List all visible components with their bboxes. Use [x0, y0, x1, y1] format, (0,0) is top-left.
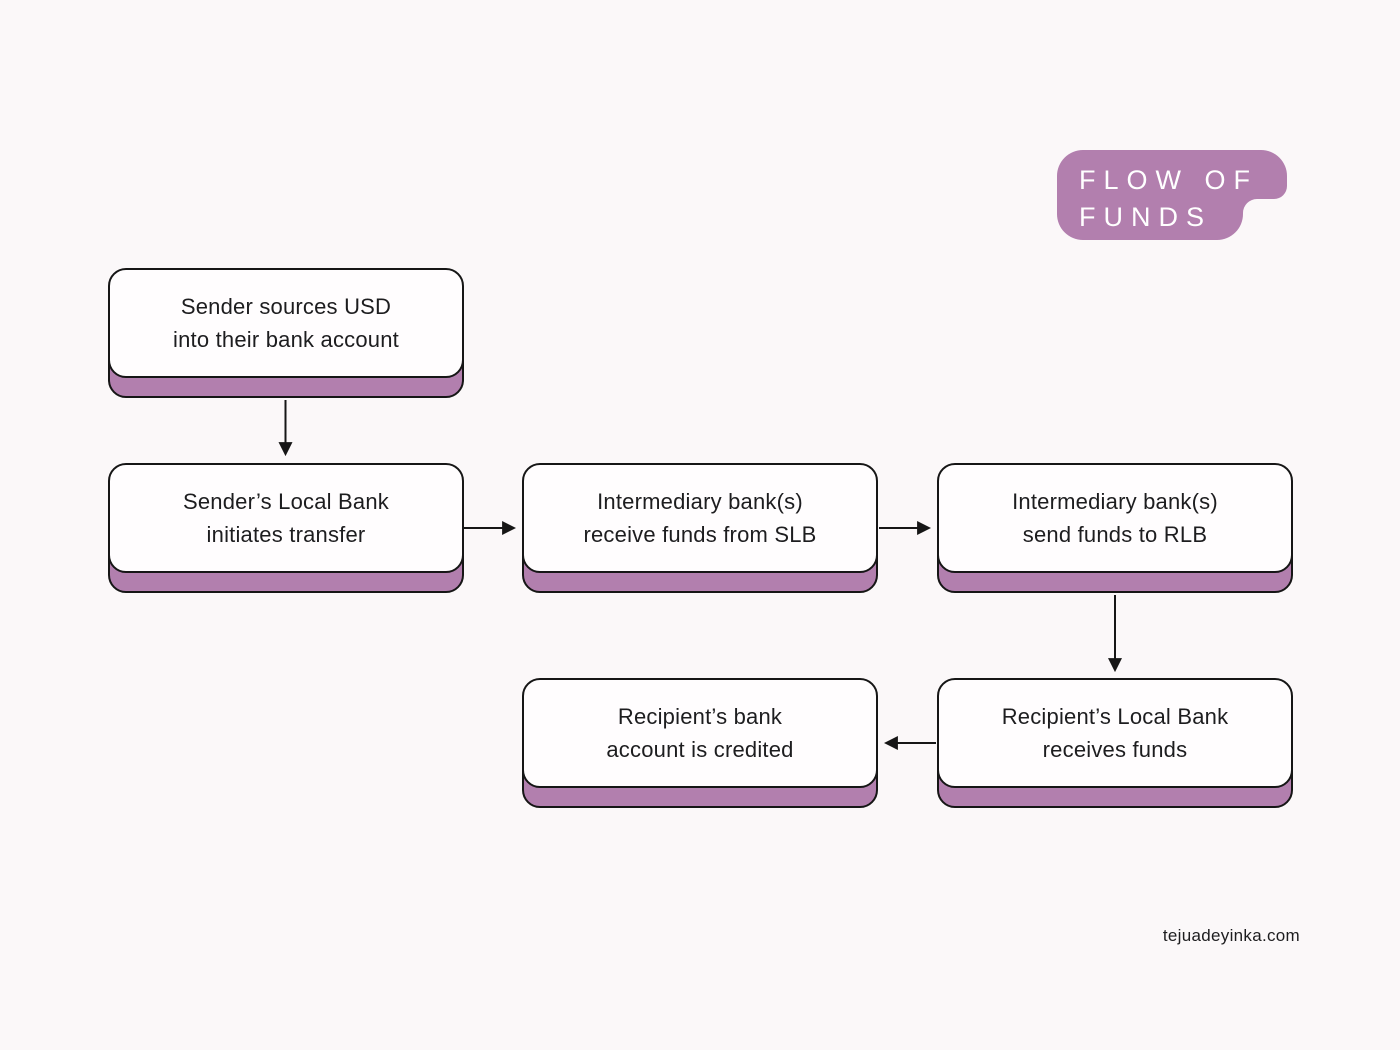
badge-shape	[1057, 150, 1287, 240]
flow-node-rlb-receives-funds: Recipient’s Local Bank receives funds	[937, 678, 1293, 808]
page-title: FLOW OF FUNDS	[1079, 165, 1258, 232]
flow-node-intermediary-send: Intermediary bank(s) send funds to RLB	[937, 463, 1293, 593]
flow-node-recipient-credited: Recipient’s bank account is credited	[522, 678, 878, 808]
website-credit: tejuadeyinka.com	[1162, 926, 1300, 945]
node-label: Recipient’s bank account is credited	[606, 704, 794, 762]
flow-node-sender-sources-usd: Sender sources USD into their bank accou…	[108, 268, 464, 398]
node-face: Sender sources USD into their bank accou…	[108, 268, 464, 378]
node-face: Recipient’s bank account is credited	[522, 678, 878, 788]
title-badge: FLOW OF FUNDS	[1057, 150, 1287, 240]
node-label: Sender’s Local Bank initiates transfer	[182, 489, 389, 547]
node-face: Intermediary bank(s) send funds to RLB	[937, 463, 1293, 573]
node-face: Sender’s Local Bank initiates transfer	[108, 463, 464, 573]
flow-node-intermediary-receive: Intermediary bank(s) receive funds from …	[522, 463, 878, 593]
node-label: Intermediary bank(s) send funds to RLB	[1012, 489, 1218, 547]
node-face: Recipient’s Local Bank receives funds	[937, 678, 1293, 788]
node-label: Recipient’s Local Bank receives funds	[1001, 704, 1229, 762]
node-label: Intermediary bank(s) receive funds from …	[583, 489, 817, 547]
node-face: Intermediary bank(s) receive funds from …	[522, 463, 878, 573]
flow-node-slb-initiates-transfer: Sender’s Local Bank initiates transfer	[108, 463, 464, 593]
node-label: Sender sources USD into their bank accou…	[173, 294, 399, 352]
